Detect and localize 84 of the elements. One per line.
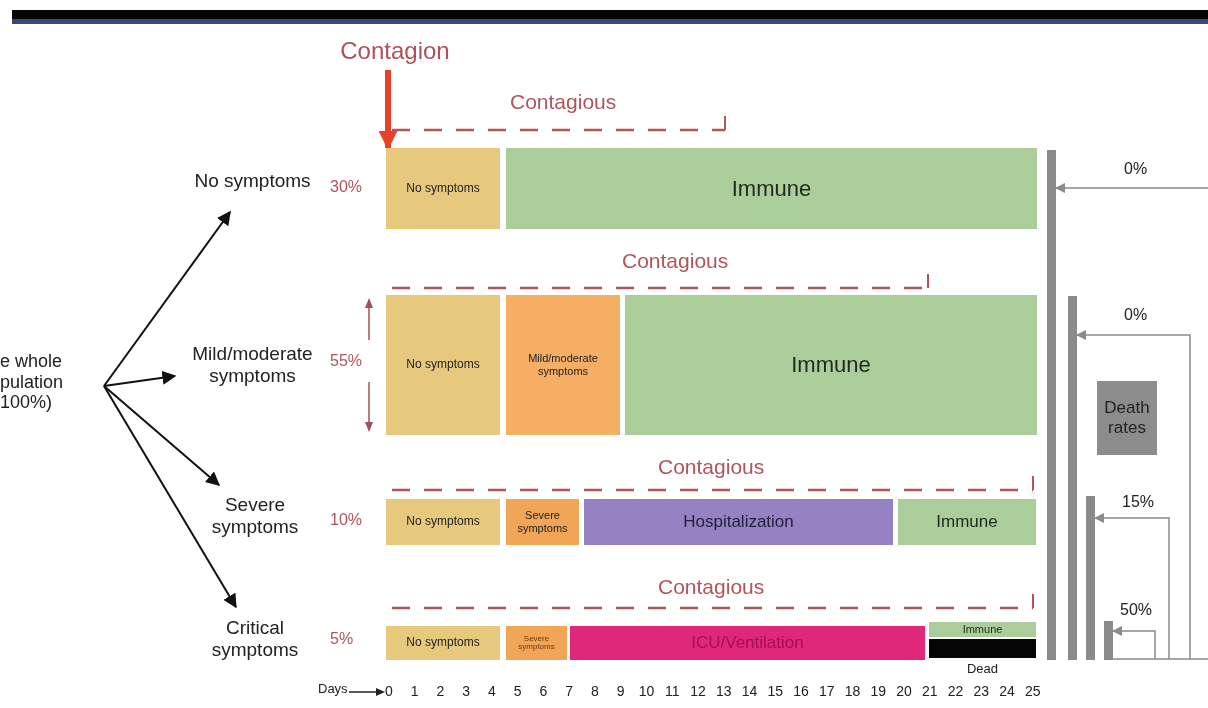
arrow [103,385,237,609]
day-tick-label: 8 [590,683,600,699]
day-tick-label: 17 [817,683,836,699]
day-tick-label: 7 [564,683,575,699]
phase-bar [386,626,500,660]
day-tick-label: 2 [435,683,446,699]
phase-label: Immune [731,175,812,202]
day-tick-label: 25 [1023,683,1042,699]
death-rate-bar [1068,296,1077,660]
phase-label: No symptoms [406,515,480,529]
phase-bar [625,295,1037,435]
percentage-label: 5% [330,630,354,648]
phase-bar [386,295,500,435]
contagious-label: Contagious [658,575,765,599]
percentage-label: 30% [330,178,363,196]
day-tick-label: 23 [972,683,991,699]
contagious-label: Contagious [510,90,617,114]
arrow [1111,625,1156,660]
death-rate-bar [1086,496,1095,660]
day-tick-label: 9 [615,683,626,699]
day-tick-label: 10 [637,683,656,699]
arrow [103,210,232,387]
arrow [1075,329,1191,660]
phase-label: Immune [791,352,871,378]
category-label: Severe symptoms [210,494,300,538]
contagious-label: Contagious [658,455,765,479]
day-tick-label: 18 [843,683,862,699]
phase-label: Immune [962,624,1003,635]
outcome-label: Dead [965,661,1000,676]
percentage-label: 55% [330,352,363,370]
phase-label: No symptoms [406,181,480,196]
phase-bar [506,499,579,545]
phase-bar [506,295,620,435]
phase-bar [898,499,1036,545]
day-tick-label: 5 [512,683,523,699]
phase-label: ICU/Ventilation [691,633,804,653]
arrow [103,370,177,387]
phase-bar [929,622,1036,637]
annotation-text: Contagion [340,37,450,65]
phase-label: No symptoms [406,358,480,372]
phase-bar [386,148,500,229]
day-tick-label: 6 [538,683,549,699]
phase-label: Hospitalization [683,512,794,532]
box-label: Death rates [1103,398,1151,438]
arrow [103,385,221,486]
day-tick-label: 24 [998,683,1016,699]
day-tick-label: 21 [920,683,939,699]
day-tick-label: 12 [689,683,707,699]
category-label: e whole pulation 100%) [0,350,65,414]
label-box [1097,381,1157,455]
phase-label: Immune [936,512,998,532]
day-tick-label: 0 [384,683,394,699]
percentage-label: 10% [330,511,363,529]
phase-bar [570,626,925,660]
phase-label: Severe symptoms [516,509,569,535]
outcome-bar [929,639,1036,658]
arrow [1054,182,1208,194]
axis-label: Days [318,681,348,696]
phase-bar [386,499,500,545]
death-rate-bar [1047,150,1056,660]
arrow [1093,512,1170,660]
day-tick-label: 3 [461,683,472,699]
phase-label: Severe symptoms [517,635,556,651]
death-rate-bar [1104,621,1113,660]
category-label: No symptoms [194,170,311,192]
day-tick-label: 4 [487,683,497,699]
contagious-label: Contagious [622,249,729,273]
day-tick-label: 16 [792,683,810,699]
day-tick-label: 22 [946,683,965,699]
phase-bar [584,499,893,545]
day-tick-label: 14 [740,683,759,699]
day-tick-label: 11 [663,683,681,699]
phase-label: No symptoms [406,636,480,650]
phase-label: Mild/moderate symptoms [527,352,599,378]
day-tick-label: 19 [869,683,888,699]
phase-bar [506,626,567,660]
day-tick-label: 13 [714,683,733,699]
day-tick-label: 20 [895,683,913,699]
arrow [378,70,398,150]
day-tick-label: 1 [409,683,420,699]
category-label: Mild/moderate symptoms [191,343,314,387]
category-label: Critical symptoms [210,617,300,661]
phase-bar [506,148,1037,229]
day-tick-label: 15 [766,683,785,699]
